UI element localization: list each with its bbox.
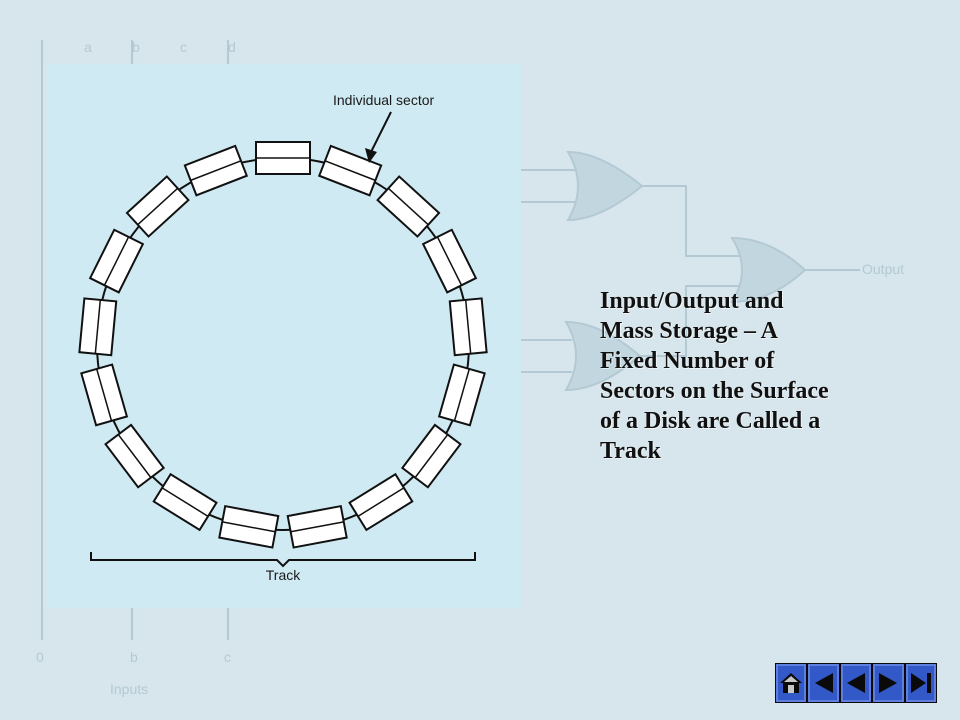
caption-line: Fixed Number of [600, 348, 775, 374]
track-brace [90, 552, 476, 568]
svg-text:0: 0 [36, 649, 44, 665]
first-slide-button[interactable] [808, 664, 839, 702]
track-segment [464, 299, 472, 354]
track-segment [414, 434, 449, 479]
sector [255, 141, 311, 175]
svg-text:Output: Output [862, 261, 904, 277]
track-segment [290, 521, 344, 533]
sector [104, 423, 166, 489]
prev-icon [847, 673, 866, 693]
sector [183, 144, 249, 197]
sector [376, 175, 441, 238]
track-sector-figure: Individual sector Track [78, 92, 488, 583]
track-label: Track [266, 567, 301, 583]
track-segment [137, 187, 179, 226]
previous-slide-button[interactable] [840, 664, 872, 702]
next-slide-button[interactable] [873, 664, 904, 702]
track-segment [436, 236, 463, 286]
caption-line: Mass Storage – A [600, 318, 778, 344]
svg-text:b: b [132, 39, 140, 55]
svg-text:d: d [228, 39, 236, 55]
track-segment [324, 160, 376, 182]
track-segment [357, 487, 405, 517]
sector [448, 297, 488, 357]
sector [218, 504, 280, 549]
svg-text:Inputs: Inputs [110, 681, 148, 697]
last-slide-button[interactable] [905, 664, 937, 702]
slide-caption: Input/Output and Mass Storage – A Fixed … [600, 286, 930, 466]
track-segment [117, 434, 152, 479]
first-icon [814, 673, 833, 693]
track-segment [95, 368, 113, 422]
sector [400, 423, 462, 489]
next-icon [879, 673, 898, 693]
track-segment [103, 236, 130, 286]
individual-sector-label: Individual sector [333, 92, 435, 108]
caption-line: Track [600, 438, 661, 464]
sector [80, 363, 129, 427]
sector [348, 472, 414, 532]
caption-line: of a Disk are Called a [600, 408, 821, 434]
svg-text:c: c [180, 39, 187, 55]
svg-text:b: b [130, 649, 138, 665]
svg-text:c: c [224, 649, 231, 665]
svg-text:a: a [84, 39, 92, 55]
caption-line: Input/Output and [600, 288, 784, 314]
track-segment [453, 368, 471, 422]
sector [317, 144, 383, 197]
track-segment [161, 487, 209, 517]
slide-navigation [775, 663, 937, 703]
track-segment [190, 160, 242, 182]
last-icon [910, 673, 931, 693]
sector [437, 363, 486, 427]
sector-group [78, 141, 488, 549]
track-segment [222, 521, 276, 533]
sector [421, 228, 478, 294]
home-icon [780, 673, 803, 693]
sector [78, 297, 118, 357]
sector [286, 504, 348, 549]
sector [152, 472, 218, 532]
disk-track-diagram: Individual sector Track [47, 64, 521, 608]
callout-arrow [365, 111, 392, 163]
caption-line: Sectors on the Surface [600, 378, 829, 404]
home-button[interactable] [776, 664, 807, 702]
track-segment [387, 187, 429, 226]
track-segment [94, 299, 102, 354]
sector [125, 175, 190, 238]
sector [88, 228, 145, 294]
